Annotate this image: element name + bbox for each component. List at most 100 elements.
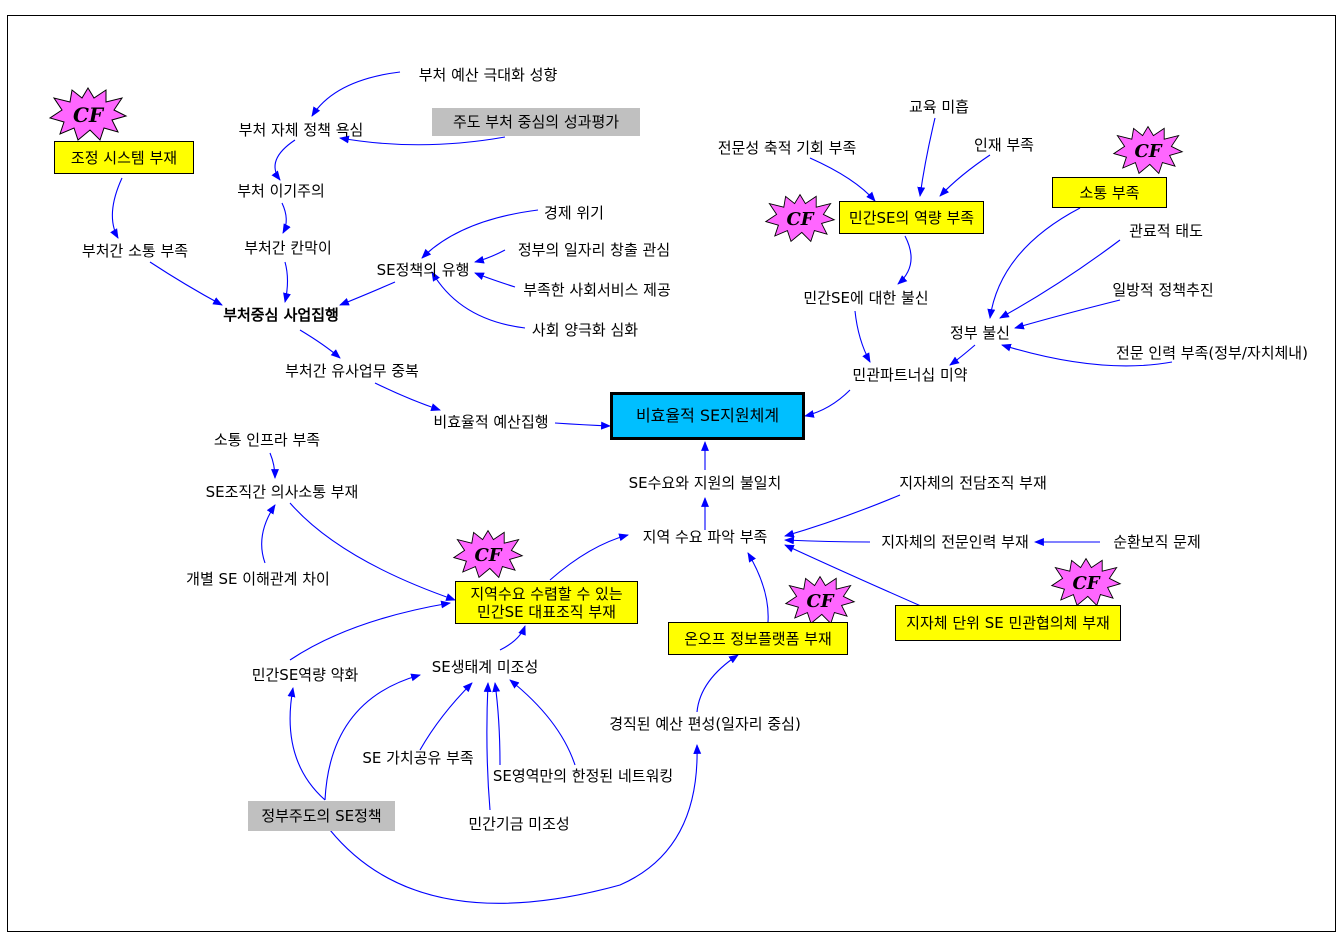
edge [110, 177, 123, 239]
cf-label: CF [1072, 573, 1100, 594]
node-label: 부처간 소통 부족 [81, 242, 189, 260]
diagram-frame [7, 15, 1336, 932]
edge [987, 207, 1081, 319]
edge [374, 382, 441, 411]
node-label: 인재 부족 [974, 136, 1034, 154]
edge [999, 239, 1121, 319]
edge [149, 261, 223, 306]
edge [917, 117, 936, 197]
edge [311, 71, 401, 117]
node-label: 지자체의 전문인력 부재 [881, 533, 1029, 551]
edge [939, 154, 991, 197]
node-box: 지자체 단위 SE 민관협의체 부재 [895, 605, 1121, 641]
edge [949, 344, 976, 366]
node-label: 개별 SE 이해관계 차이 [186, 570, 330, 588]
node-box: 주도 부처 중심의 성과평가 [432, 108, 640, 136]
edge [1001, 343, 1173, 367]
node-label: 부처간 유사업무 중복 [285, 362, 419, 380]
node-label: SE조직간 의사소통 부재 [205, 483, 359, 501]
node-label: 관료적 태도 [1129, 222, 1203, 240]
node-box: 민간SE의 역량 부족 [839, 201, 984, 234]
edge [339, 281, 396, 306]
node-label: 부족한 사회서비스 제공 [523, 281, 671, 299]
node-box-line: 지역수요 수렴할 수 있는 [470, 584, 623, 603]
node-label: 민간SE역량 약화 [251, 666, 359, 684]
edge [431, 271, 526, 329]
edge [261, 504, 276, 564]
node-label: 지역 수요 파악 부족 [642, 528, 768, 546]
edge [271, 139, 296, 181]
edge [483, 682, 492, 811]
edge [784, 494, 901, 538]
node-box: 온오프 정보플랫폼 부재 [668, 622, 848, 655]
node-label: 부처간 칸막이 [244, 239, 332, 257]
edge [509, 679, 576, 766]
node-box: 지역수요 수렴할 수 있는 민간SE 대표조직 부재 [455, 581, 638, 624]
edge [492, 682, 501, 766]
node-label: SE정책의 유행 [376, 261, 470, 279]
cf-badge-icon: CF [784, 575, 856, 625]
edge [554, 421, 611, 430]
node-label: 전문 인력 부족(정부/자치체내) [1116, 344, 1308, 362]
node-box: 소통 부족 [1052, 177, 1167, 208]
cf-badge-icon: CF [1112, 125, 1184, 175]
cf-label: CF [1134, 141, 1162, 162]
node-label: 부처 예산 극대화 성향 [418, 66, 558, 84]
node-label: 전문성 축적 기회 부족 [717, 139, 857, 157]
cf-label: CF [474, 545, 502, 566]
edge [499, 625, 526, 651]
node-label: SE생태계 미조성 [431, 658, 539, 676]
node-label: 교육 미흡 [909, 98, 969, 116]
edge [809, 157, 876, 202]
edge [289, 600, 451, 661]
edge [747, 552, 769, 623]
node-label: 소통 인프라 부족 [213, 431, 321, 449]
edge [299, 329, 341, 359]
edge [419, 682, 473, 751]
node-box: 조정 시스템 부재 [54, 141, 194, 174]
node-label: 부처 자체 정책 욕심 [238, 121, 364, 139]
node-label: 경직된 예산 편성(일자리 중심) [609, 715, 801, 733]
edge [281, 202, 291, 234]
edge [854, 310, 871, 363]
node-label: SE 가치공유 부족 [362, 749, 474, 767]
edge [1014, 299, 1121, 330]
node-label: SE영역만의 한정된 네트워킹 [492, 767, 674, 785]
node-label: 정부 불신 [950, 324, 1010, 342]
node-label: 일방적 정책추진 [1112, 281, 1214, 299]
edge [339, 135, 506, 146]
edge [784, 536, 871, 545]
edge [283, 261, 291, 303]
edge [289, 502, 456, 601]
node-label: 경제 위기 [544, 204, 604, 222]
cf-label: CF [806, 591, 834, 612]
edge [474, 272, 516, 288]
node-label: 사회 양극화 심화 [531, 321, 639, 339]
node-label: 민간기금 미조성 [468, 815, 570, 833]
edge [287, 687, 326, 801]
cf-badge-icon: CF [48, 87, 128, 141]
node-label: SE수요와 지원의 불일치 [628, 474, 782, 492]
node-label: 지자체의 전담조직 부재 [899, 474, 1047, 492]
node-label: 비효율적 예산집행 [433, 413, 549, 431]
node-box-line: 민간SE 대표조직 부재 [477, 602, 616, 621]
central-node: 비효율적 SE지원체계 [610, 392, 805, 440]
edge [421, 209, 539, 259]
edge [784, 544, 931, 611]
edge [804, 389, 851, 418]
node-label: 부처 이기주의 [237, 182, 325, 200]
cf-label: CF [73, 103, 105, 127]
node-box: 정부주도의 SE정책 [248, 801, 395, 831]
cf-badge-icon: CF [764, 193, 836, 243]
node-label: 순환보직 문제 [1113, 533, 1201, 551]
cf-label: CF [786, 209, 814, 230]
node-label: 부처중심 사업집행 [223, 306, 339, 324]
edge [549, 533, 629, 581]
edge [474, 249, 506, 264]
edge [897, 235, 912, 285]
node-label: 민간SE에 대한 불신 [803, 289, 929, 307]
edge [696, 654, 739, 713]
cf-badge-icon: CF [1050, 557, 1122, 607]
edge [269, 452, 279, 479]
